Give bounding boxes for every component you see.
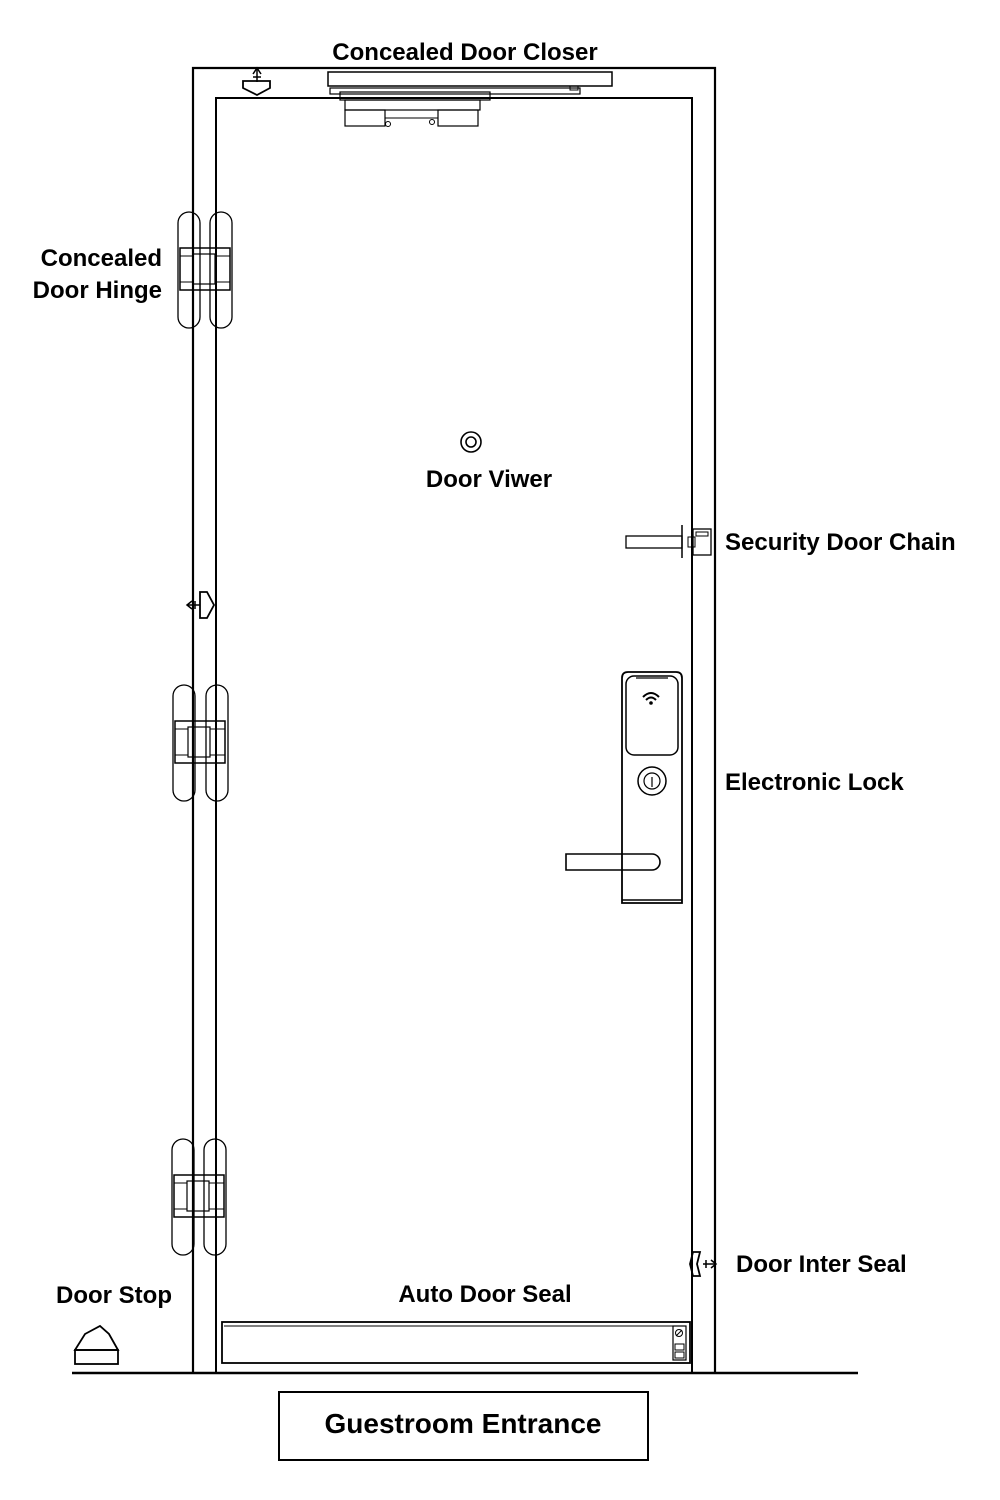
label-inter-seal: Door Inter Seal — [736, 1251, 907, 1278]
label-door-closer: Concealed Door Closer — [332, 39, 597, 66]
label-security-chain: Security Door Chain — [725, 529, 956, 556]
side-seal-symbol-icon — [185, 591, 216, 619]
wifi-icon — [642, 692, 660, 705]
door-viewer-icon — [460, 431, 482, 453]
label-hinge-line1: Concealed — [41, 245, 162, 272]
hinge-1 — [177, 211, 233, 329]
inter-seal-symbol-icon — [689, 1251, 718, 1277]
label-auto-seal: Auto Door Seal — [398, 1281, 571, 1308]
auto-door-seal — [221, 1321, 691, 1364]
door-stop — [73, 1324, 120, 1365]
hinge-2 — [172, 684, 229, 802]
label-electronic-lock: Electronic Lock — [725, 769, 904, 796]
caption-box: Guestroom Entrance — [278, 1391, 649, 1461]
security-chain — [625, 525, 712, 558]
label-door-viewer: Door Viwer — [426, 466, 552, 493]
label-door-stop: Door Stop — [56, 1282, 172, 1309]
door-frame — [191, 66, 717, 1373]
door-closer — [327, 71, 613, 127]
hinge-3 — [171, 1138, 227, 1256]
label-hinge-line2: Door Hinge — [33, 277, 162, 304]
door-leaf — [215, 97, 693, 1373]
top-stop-symbol-icon — [242, 66, 271, 97]
caption-text: Guestroom Entrance — [325, 1408, 602, 1439]
lever-handle — [565, 853, 661, 871]
electronic-lock — [565, 671, 683, 904]
